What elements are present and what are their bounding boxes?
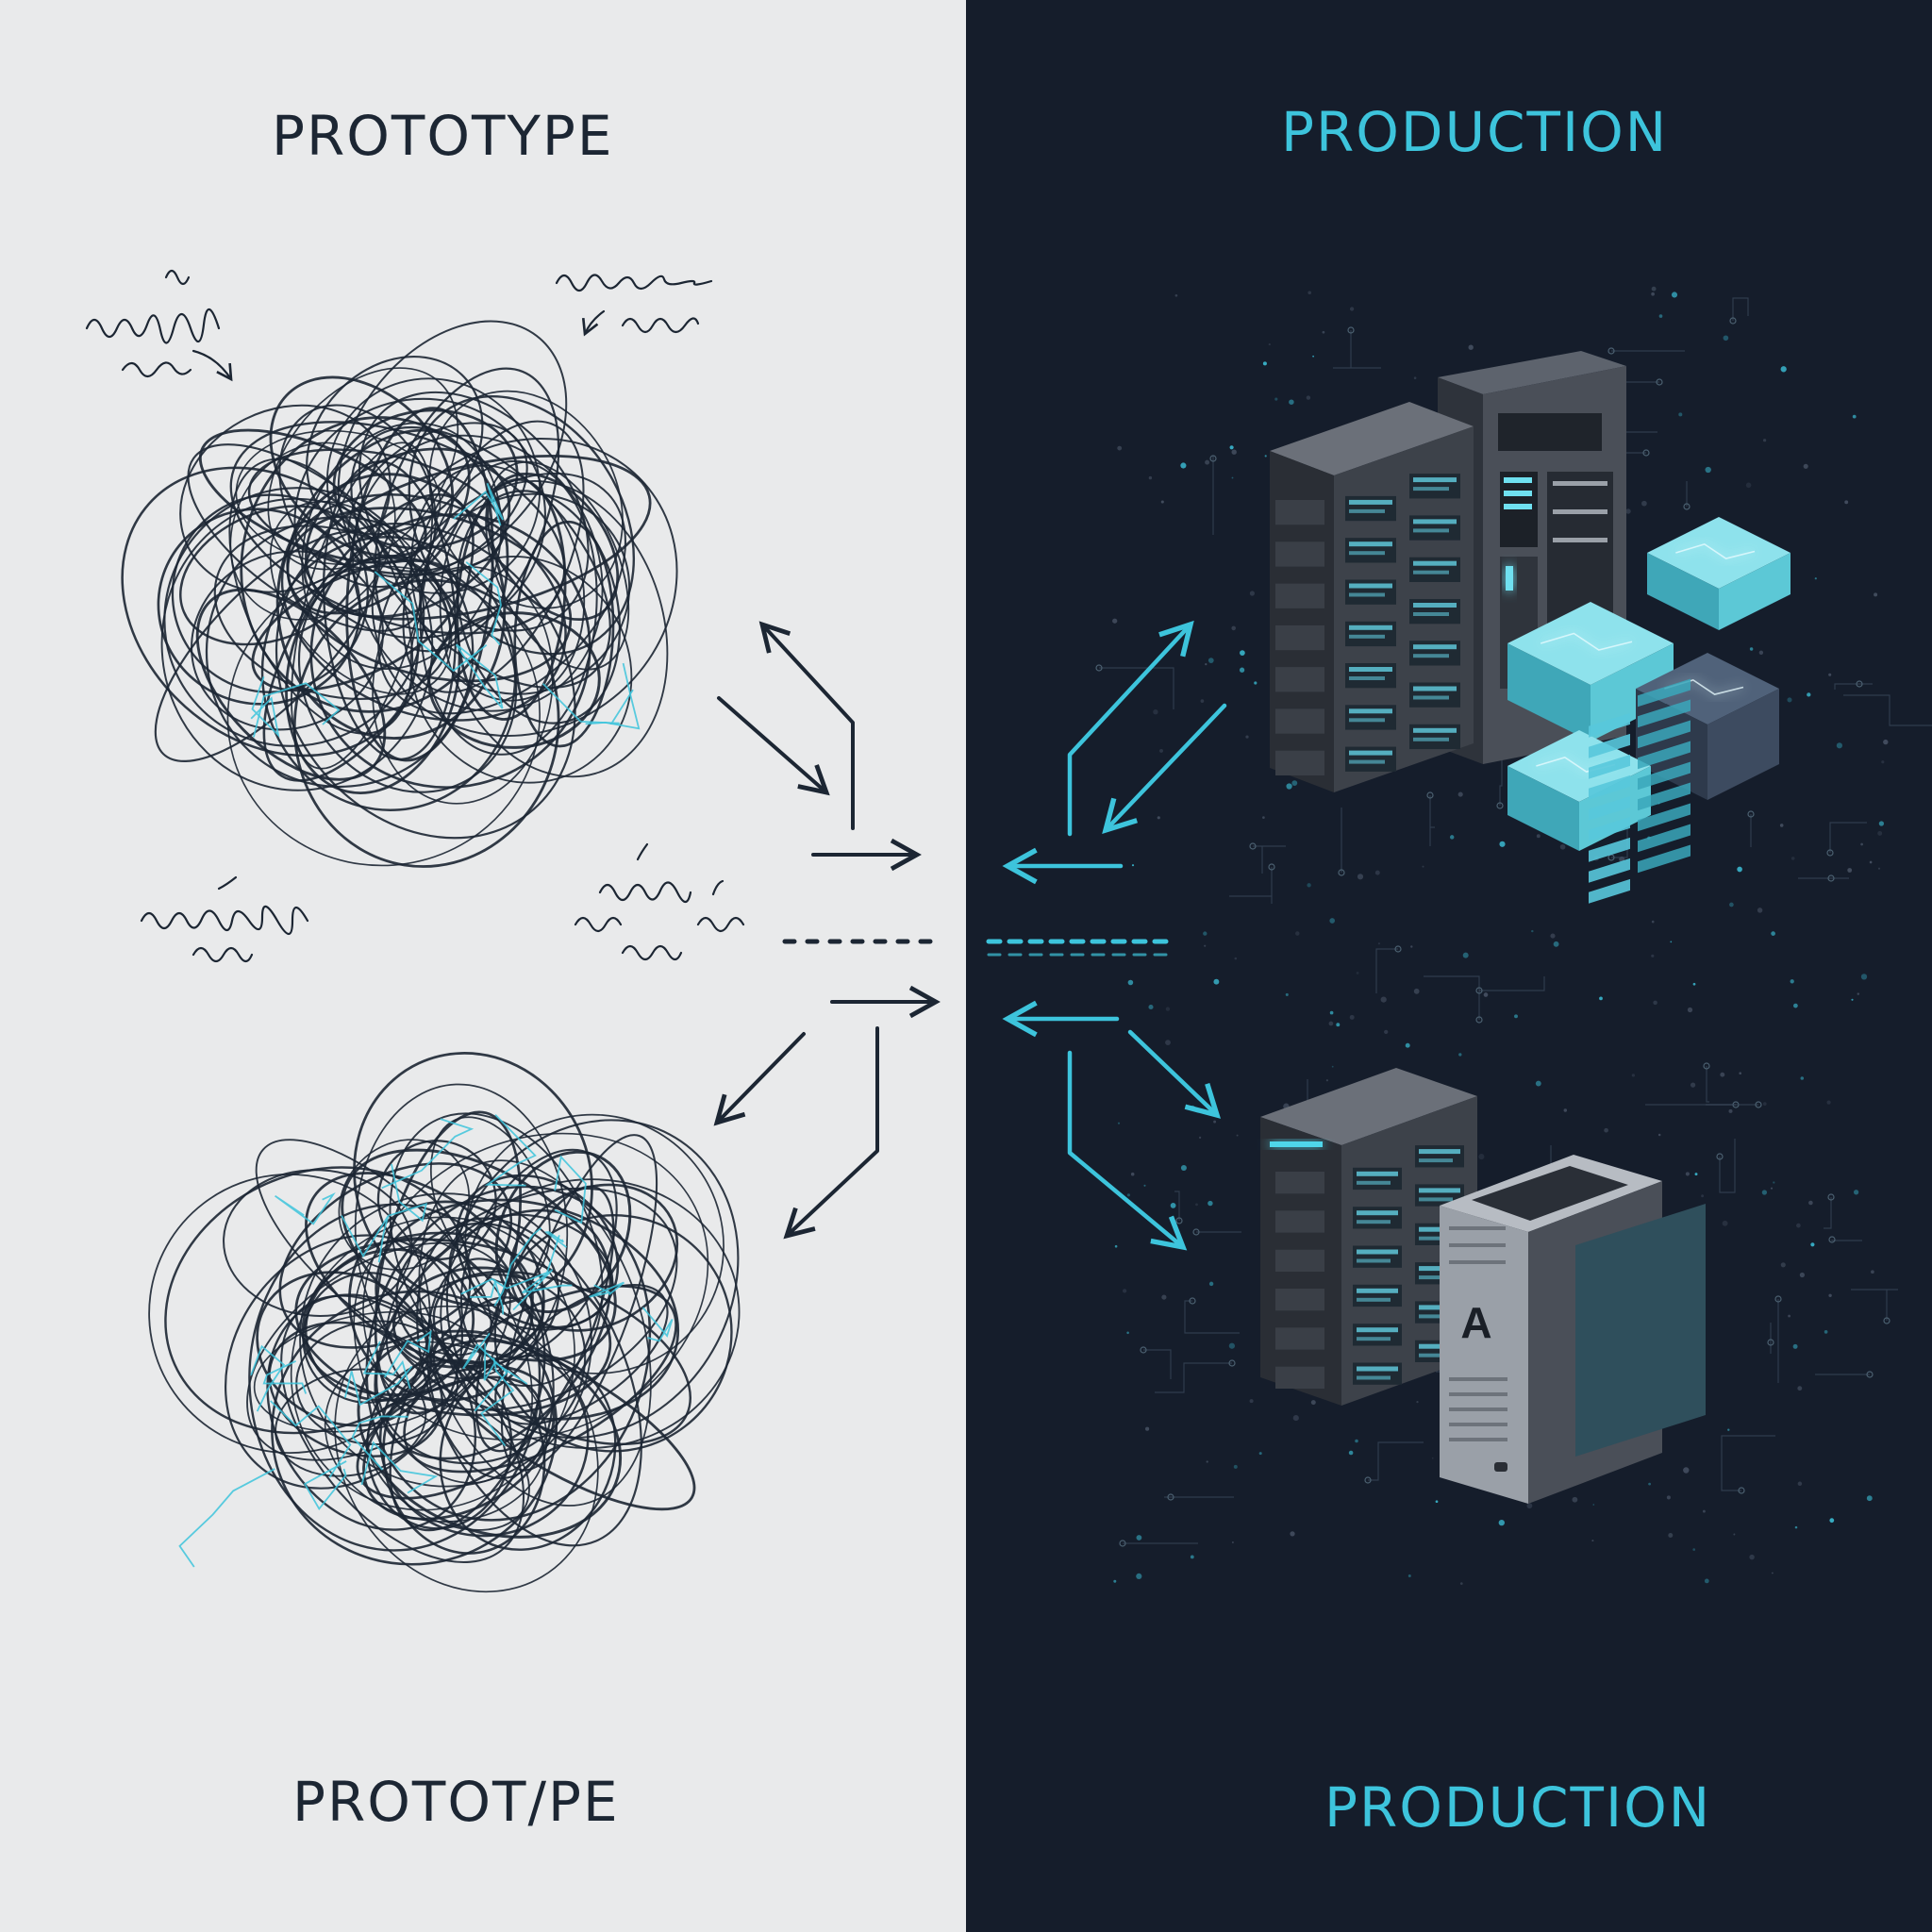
scribble-tangle-icon [121, 320, 678, 868]
isometric-block-icon [1507, 517, 1790, 851]
server-badge-label: A [1460, 1298, 1491, 1347]
scribble-notes [85, 269, 745, 963]
arrow-icon [986, 620, 1227, 1251]
production-caption: PRODUCTION [1324, 1775, 1712, 1840]
server-rack-icon [1260, 1068, 1477, 1406]
production-panel [966, 0, 1932, 1932]
scribble-tangle-icon [148, 1052, 741, 1593]
production-title: PRODUCTION [1281, 100, 1669, 164]
prototype-caption: PROTOT/PE [292, 1770, 620, 1834]
arrow-icon [713, 621, 941, 1240]
server-rack-icon [1270, 402, 1474, 792]
server-rack-icon [1575, 678, 1706, 1457]
prototype-title: PROTOTYPE [272, 104, 614, 168]
